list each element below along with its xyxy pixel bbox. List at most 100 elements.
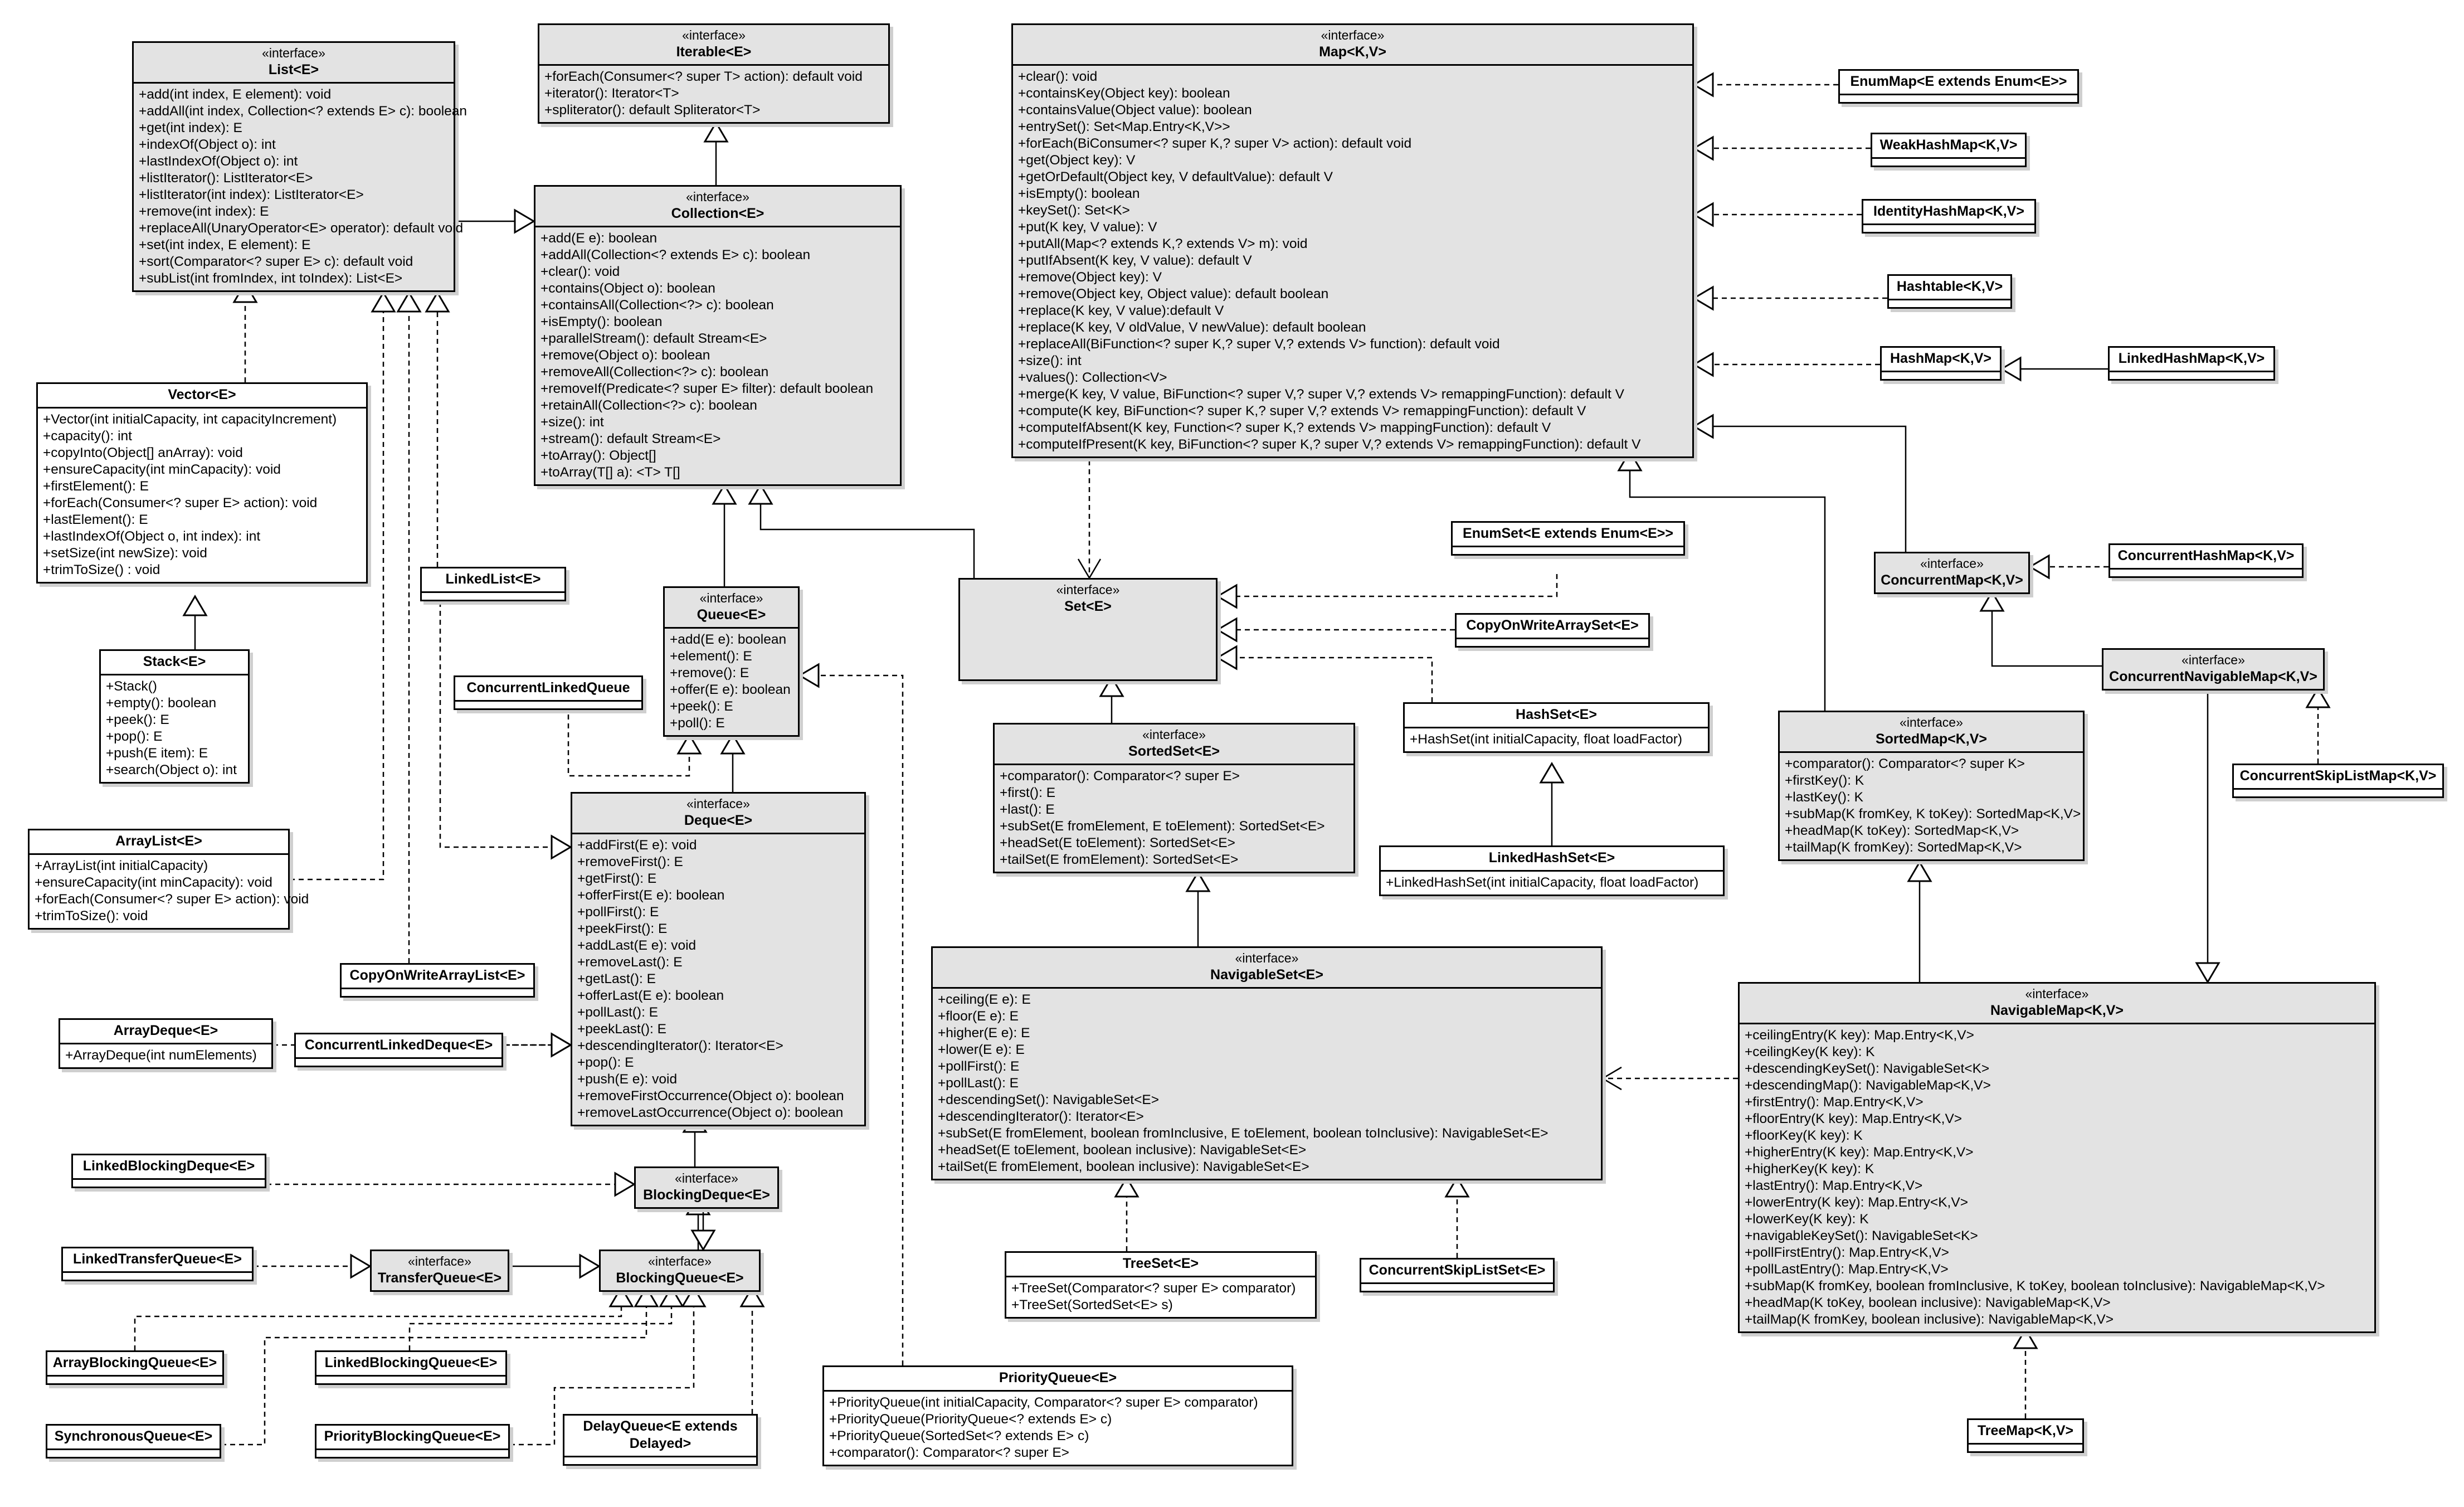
class-header: LinkedBlockingDeque<E> [73,1155,265,1178]
class-header: «interface»SortedSet<E> [995,725,1353,764]
method-signature: +replace(K key, V value):default V [1018,303,1224,318]
empty-compartment [47,1448,220,1457]
empty-compartment [63,1271,252,1280]
edge-concurrent-skip-list-set-to-navigable-set [1444,1176,1470,1258]
edge-synchronous-queue-to-blocking-queue [221,1286,659,1446]
method-signature: +isEmpty(): boolean [1018,186,1140,201]
class-header: WeakHashMap<K,V> [1872,134,2025,157]
class-name: ConcurrentNavigableMap<K,V> [2109,669,2317,684]
edge-array-list-to-list [290,291,396,881]
edge-concurrent-linked-queue-to-queue [567,714,702,777]
class-header: «interface»Map<K,V> [1013,25,1692,64]
class-array-blocking-queue: ArrayBlockingQueue<E> [46,1350,224,1385]
class-array-deque: ArrayDeque<E>+ArrayDeque(int numElements… [59,1018,273,1069]
stereotype-label: «interface» [262,46,325,60]
method-list: +add(int index, E element): void+addAll(… [134,82,467,290]
hollow-triangle-arrowhead [1692,285,1714,311]
method-signature: +computeIfAbsent(K key, Function<? super… [1018,420,1551,435]
class-linked-blocking-deque: LinkedBlockingDeque<E> [71,1154,266,1188]
class-name: Iterable<E> [676,44,752,60]
method-signature: +indexOf(Object o): int [139,137,276,152]
method-signature: +addLast(E e): void [577,938,697,953]
method-signature: +getLast(): E [577,971,656,986]
method-signature: +parallelStream(): default Stream<E> [540,331,767,346]
class-concurrent-hash-map: ConcurrentHashMap<K,V> [2108,543,2304,578]
method-signature: +poll(): E [670,716,725,731]
edge-sorted-set-to-set [1099,675,1124,723]
stereotype-label: «interface» [1056,582,1120,597]
class-name: Set<E> [1064,599,1112,614]
class-vector: Vector<E>+Vector(int initialCapacity, in… [36,382,368,584]
edge-priority-queue-to-queue [798,663,904,1365]
method-signature: +replaceAll(BiFunction<? super K,? super… [1018,337,1500,352]
hollow-triangle-arrowhead [1692,135,1714,161]
method-signature: +pop(): E [106,729,163,744]
class-weak-hash-map: WeakHashMap<K,V> [1871,133,2027,167]
empty-compartment [1453,546,1683,554]
hollow-triangle-arrowhead [1692,352,1714,377]
edge-linked-hash-set-to-hash-set [1539,762,1565,845]
method-signature: +lastIndexOf(Object o): int [139,154,298,169]
class-name: IdentityHashMap<K,V> [1873,203,2024,219]
method-signature: +floor(E e): E [938,1009,1019,1024]
edge-navigable-map-to-sorted-map [1907,861,1932,982]
method-signature: +PriorityQueue(PriorityQueue<? extends E… [829,1412,1112,1427]
method-signature: +PriorityQueue(SortedSet<? extends E> c) [829,1428,1089,1443]
class-blocking-queue: «interface»BlockingQueue<E> [599,1250,761,1292]
method-signature: +addAll(Collection<? extends E> c): bool… [540,247,811,262]
hollow-triangle-arrowhead [551,1032,572,1058]
class-header: CopyOnWriteArrayList<E> [342,965,533,988]
method-signature: +headMap(K toKey, boolean inclusive): Na… [1745,1295,2111,1310]
method-signature: +remove(): E [670,665,749,680]
method-list: +add(E e): boolean+element(): E+remove()… [665,627,798,735]
method-list: +comparator(): Comparator<? super E>+fir… [995,764,1353,872]
edge-navigable-set-to-sorted-set [1185,871,1211,946]
hollow-triangle-arrowhead [1114,1176,1140,1198]
method-signature: +pollFirst(): E [577,905,659,920]
method-signature: +removeFirst(): E [577,854,683,869]
method-signature: +lowerEntry(K key): Map.Entry<K,V> [1745,1195,1968,1210]
class-name: List<E> [268,62,319,77]
method-signature: +push(E e): void [577,1072,678,1087]
class-name: ConcurrentSkipListMap<K,V> [2239,768,2437,784]
edge-tree-set-to-navigable-set [1114,1176,1140,1251]
hollow-triangle-arrowhead [371,291,396,313]
class-concurrent-skip-list-set: ConcurrentSkipListSet<E> [1360,1258,1555,1292]
method-signature: +remove(Object key, Object value): defau… [1018,286,1329,302]
class-header: LinkedHashMap<K,V> [2110,348,2273,371]
hollow-triangle-arrowhead [739,1286,765,1307]
open-arrowhead [1601,1066,1622,1091]
class-header: «interface»ConcurrentMap<K,V> [1876,553,2028,592]
class-set: «interface» Set<E> [958,578,1218,681]
method-signature: +Stack() [106,679,157,694]
method-signature: +contains(Object o): boolean [540,281,715,296]
method-signature: +Vector(int initialCapacity, int capacit… [43,412,337,427]
extends-line [1713,425,1907,552]
class-collection: «interface»Collection<E>+add(E e): boole… [534,185,902,486]
class-linked-hash-map: LinkedHashMap<K,V> [2108,346,2275,381]
method-signature: +entrySet(): Set<Map.Entry<K,V>> [1018,119,1230,134]
class-name: LinkedHashMap<K,V> [2118,351,2265,366]
method-signature: +remove(Object key): V [1018,270,1162,285]
class-header: ConcurrentLinkedDeque<E> [296,1034,501,1057]
method-signature: +ensureCapacity(int minCapacity): void [35,875,272,890]
method-signature: +offerFirst(E e): boolean [577,888,725,903]
class-name: Queue<E> [697,607,766,623]
class-navigable-map: «interface»NavigableMap<K,V>+ceilingEntr… [1738,982,2376,1333]
edge-weak-hash-map-to-map [1692,135,1871,161]
method-signature: +iterator(): Iterator<T> [544,86,679,101]
class-header: PriorityQueue<E> [824,1367,1292,1390]
method-signature: +pollLast(): E [577,1005,659,1020]
class-header: EnumMap<E extends Enum<E>> [1840,71,2077,94]
method-signature: +replace(K key, V oldValue, V newValue):… [1018,320,1366,335]
method-list: +forEach(Consumer<? super T> action): de… [539,64,888,122]
class-name: TreeSet<E> [1122,1256,1199,1271]
method-signature: +PriorityQueue(int initialCapacity, Comp… [829,1395,1258,1410]
class-name: PriorityBlockingQueue<E> [324,1428,501,1444]
method-signature: +last(): E [1000,802,1055,817]
class-name: LinkedTransferQueue<E> [73,1251,242,1267]
empty-compartment [564,1456,756,1464]
method-list: +ceiling(E e): E+floor(E e): E+higher(E … [933,987,1601,1179]
class-name: PriorityQueue<E> [999,1370,1117,1386]
method-signature: +forEach(Consumer<? super E> action): vo… [35,892,309,907]
